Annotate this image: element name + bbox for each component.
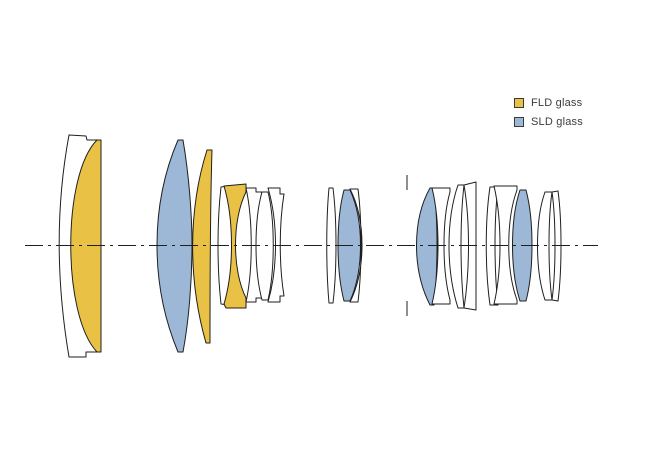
legend-item-fld: FLD glass (514, 94, 583, 113)
lens-element-8 (255, 191, 274, 301)
fld-swatch (514, 98, 524, 109)
legend-item-sld: SLD glass (514, 113, 583, 132)
lens-element-12 (349, 188, 363, 303)
legend: FLD glass SLD glass (514, 94, 583, 131)
lens-element-2-fld (70, 139, 102, 353)
lens-element-13-sld (416, 187, 438, 306)
legend-label-fld: FLD glass (531, 97, 583, 110)
lens-element-4-fld (192, 149, 213, 344)
legend-label-sld: SLD glass (531, 115, 583, 128)
lens-element-15 (448, 184, 465, 309)
sld-swatch (514, 116, 524, 127)
lens-element-10 (326, 187, 337, 304)
